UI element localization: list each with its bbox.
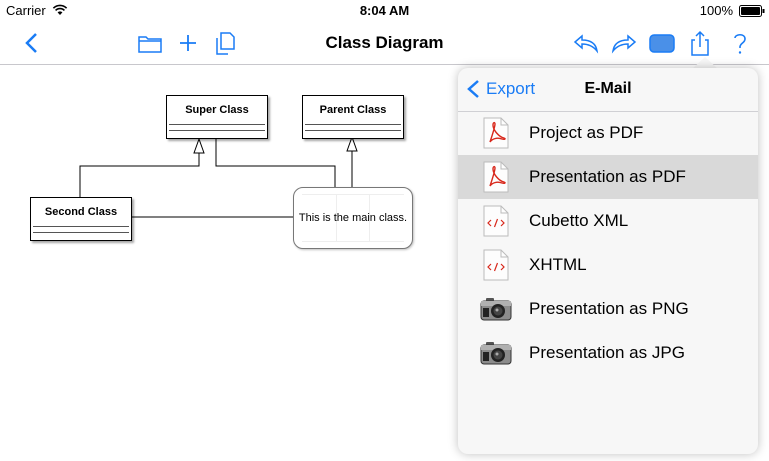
- share-button[interactable]: [686, 29, 714, 57]
- camera-icon: [476, 293, 516, 325]
- diagram-canvas[interactable]: Super Class Parent Class Second Class Th…: [0, 65, 769, 461]
- popover-title: E-Mail: [584, 80, 632, 97]
- pdf-icon: [476, 161, 516, 193]
- export-back-label: Export: [486, 79, 536, 98]
- export-option-project-pdf[interactable]: Project as PDF: [458, 111, 758, 155]
- share-icon: [691, 30, 709, 56]
- help-button[interactable]: [726, 29, 754, 57]
- popover-arrow: [692, 57, 718, 69]
- class-box-parent-class[interactable]: Parent Class: [302, 95, 404, 139]
- export-option-label: Presentation as JPG: [529, 343, 685, 362]
- class-name: Super Class: [185, 104, 249, 116]
- export-option-cubetto-xml[interactable]: Cubetto XML: [458, 199, 758, 243]
- xml-icon: [476, 249, 516, 281]
- class-box-super-class[interactable]: Super Class: [166, 95, 268, 139]
- export-options-list: Project as PDF Presentation as PDF Cubet…: [458, 111, 758, 375]
- export-popover: Export E-Mail Project as PDF Presentatio…: [458, 68, 758, 454]
- export-back-button[interactable]: Export: [466, 79, 535, 99]
- redo-button[interactable]: [610, 29, 638, 57]
- note-text: This is the main class.: [298, 212, 408, 224]
- export-option-label: Project as PDF: [529, 123, 644, 142]
- carrier-label: Carrier: [6, 3, 46, 18]
- status-time: 8:04 AM: [359, 3, 410, 18]
- shape-style-button[interactable]: [648, 29, 676, 57]
- export-option-presentation-jpg[interactable]: Presentation as JPG: [458, 331, 758, 375]
- popover-header: Export E-Mail: [458, 68, 758, 112]
- chevron-left-icon: [467, 80, 479, 98]
- rounded-rectangle-icon: [649, 34, 675, 53]
- connector-lines: [79, 135, 358, 218]
- class-name: Parent Class: [319, 104, 387, 116]
- pdf-icon: [476, 117, 516, 149]
- export-option-label: Presentation as PDF: [529, 167, 686, 186]
- undo-icon: [573, 34, 599, 54]
- copy-icon: [216, 32, 235, 55]
- page-title: Class Diagram: [325, 33, 444, 52]
- export-option-xhtml[interactable]: XHTML: [458, 243, 758, 287]
- wifi-icon: [52, 4, 68, 19]
- back-button[interactable]: [18, 29, 46, 57]
- status-bar: Carrier 8:04 AM 100%: [0, 0, 769, 22]
- export-option-label: Presentation as PNG: [529, 299, 689, 318]
- battery-percentage: 100%: [699, 3, 733, 18]
- redo-icon: [611, 34, 637, 54]
- xml-icon: [476, 205, 516, 237]
- plus-icon: [180, 35, 196, 51]
- export-option-label: XHTML: [529, 255, 587, 274]
- export-option-presentation-png[interactable]: Presentation as PNG: [458, 287, 758, 331]
- camera-icon: [476, 337, 516, 369]
- export-option-label: Cubetto XML: [529, 211, 629, 230]
- export-option-presentation-pdf[interactable]: Presentation as PDF: [458, 155, 758, 199]
- add-button[interactable]: [174, 29, 202, 57]
- comment-note[interactable]: This is the main class.: [293, 187, 413, 249]
- open-folder-button[interactable]: [136, 29, 164, 57]
- chevron-left-icon: [25, 33, 37, 53]
- undo-button[interactable]: [572, 29, 600, 57]
- class-box-second-class[interactable]: Second Class: [30, 197, 132, 241]
- question-mark-icon: [734, 33, 746, 54]
- battery-icon: [739, 5, 765, 17]
- folder-icon: [138, 36, 162, 53]
- class-name: Second Class: [44, 206, 118, 218]
- navigation-bar: Class Diagram: [0, 22, 769, 65]
- duplicate-button[interactable]: [212, 29, 240, 57]
